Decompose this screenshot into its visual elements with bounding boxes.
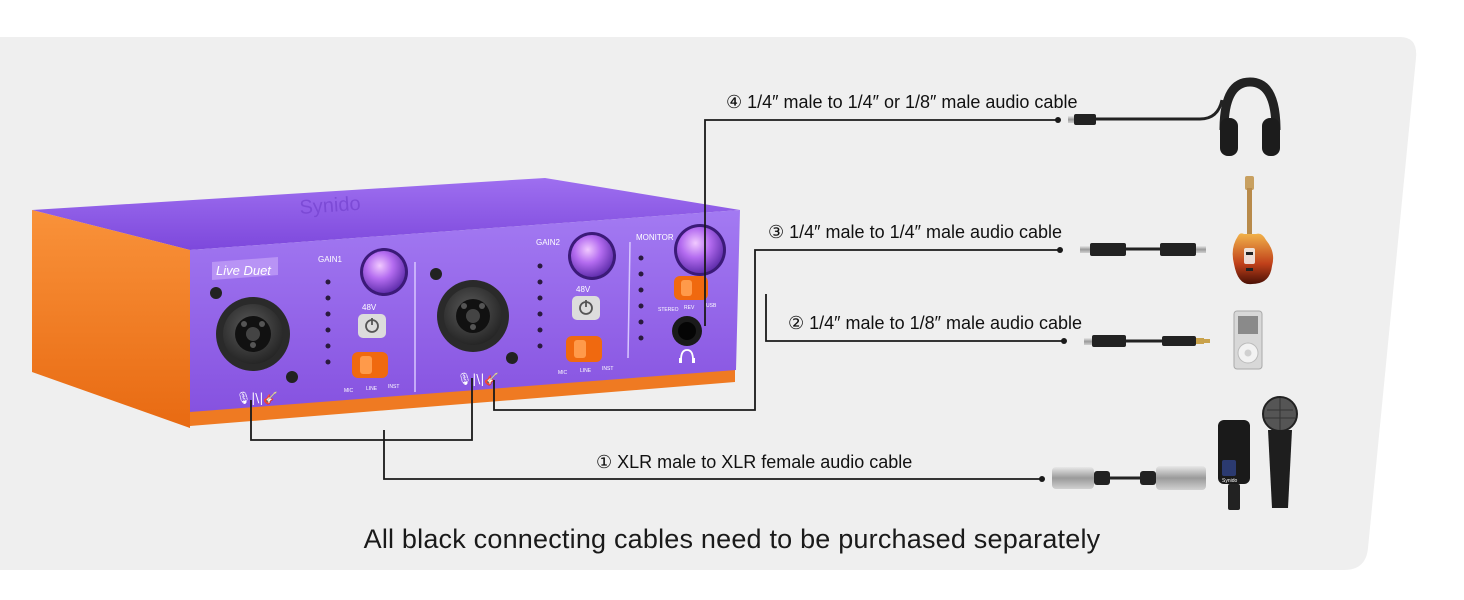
monitor-mode-labels: STEREO REV USB xyxy=(658,303,717,313)
device-side xyxy=(32,210,190,428)
monitor-knob[interactable] xyxy=(674,224,726,276)
cable-3-plug xyxy=(1080,243,1206,256)
cable-4-path xyxy=(704,119,1058,326)
svg-text:LINE: LINE xyxy=(580,368,592,374)
svg-text:REV: REV xyxy=(684,305,695,311)
model-label: Live Duet xyxy=(216,263,272,278)
cable-2-path xyxy=(765,294,1064,342)
phantom2-power-button[interactable] xyxy=(572,296,600,320)
svg-text:INST: INST xyxy=(388,384,399,390)
gain1-knob[interactable] xyxy=(360,248,408,296)
input-mode-switch-1[interactable] xyxy=(352,352,388,378)
cable-2-label: ② 1/4″ male to 1/8″ male audio cable xyxy=(788,313,1082,333)
device-top xyxy=(32,178,740,250)
monitor-mode-switch[interactable] xyxy=(674,276,708,300)
level-meter-1 xyxy=(325,279,331,365)
model-badge: Live Duet xyxy=(212,257,278,280)
combo-input-1[interactable] xyxy=(210,287,298,383)
svg-text:Synido: Synido xyxy=(299,193,362,219)
svg-text:STEREO: STEREO xyxy=(658,307,679,313)
phantom1-power-button[interactable] xyxy=(358,314,386,338)
cable-4-plug xyxy=(1068,99,1224,125)
device-bottom xyxy=(190,368,735,426)
input-mode-labels-1: MIC LINE INST xyxy=(344,384,399,394)
svg-text:LINE: LINE xyxy=(366,386,378,392)
cable-2-plug xyxy=(1084,335,1210,347)
condenser-microphone-icon: Synido xyxy=(1218,420,1250,510)
monitor-label: MONITOR xyxy=(636,233,674,242)
mp3-player-icon xyxy=(1233,310,1263,370)
cable-paths xyxy=(250,119,1064,480)
phantom1-label: 48V xyxy=(362,303,377,312)
cable-1-label: ① XLR male to XLR female audio cable xyxy=(596,452,912,472)
phantom2-label: 48V xyxy=(576,285,591,294)
combo-input-2[interactable] xyxy=(430,268,518,364)
cable-3-path xyxy=(493,249,1060,411)
svg-text:MIC: MIC xyxy=(344,388,354,394)
level-meter-monitor xyxy=(638,255,644,341)
input-type-icons-1: 🎙|\|🎸 xyxy=(236,391,278,405)
svg-text:Synido: Synido xyxy=(1222,478,1238,484)
gain2-knob[interactable] xyxy=(568,232,616,280)
dynamic-microphone-icon xyxy=(1262,396,1298,508)
svg-text:USB: USB xyxy=(706,303,717,309)
gain1-label: GAIN1 xyxy=(318,255,343,264)
cable-1-plug xyxy=(1052,466,1206,490)
headphone-jack[interactable] xyxy=(672,316,702,363)
svg-text:INST: INST xyxy=(602,366,613,372)
cable-1-path xyxy=(250,378,473,441)
input-type-icons-2: 🎙|\|🎸 xyxy=(457,372,499,386)
level-meter-2 xyxy=(537,263,543,349)
headphones-icon xyxy=(1219,77,1281,156)
cable-3-label: ③ 1/4″ male to 1/4″ male audio cable xyxy=(768,222,1062,242)
audio-interface: Synido Live Duet 🎙|\|🎸 GAIN1 xyxy=(32,178,740,428)
cable-1-main xyxy=(383,430,1042,480)
input-mode-labels-2: MIC LINE INST xyxy=(558,366,613,376)
svg-text:MIC: MIC xyxy=(558,370,568,376)
electric-bass-icon xyxy=(1232,176,1274,285)
gain2-label: GAIN2 xyxy=(536,238,561,247)
cable-4-label: ④ 1/4″ male to 1/4″ or 1/8″ male audio c… xyxy=(726,92,1077,112)
footer-note: All black connecting cables need to be p… xyxy=(363,524,1101,554)
input-mode-switch-2[interactable] xyxy=(566,336,602,362)
